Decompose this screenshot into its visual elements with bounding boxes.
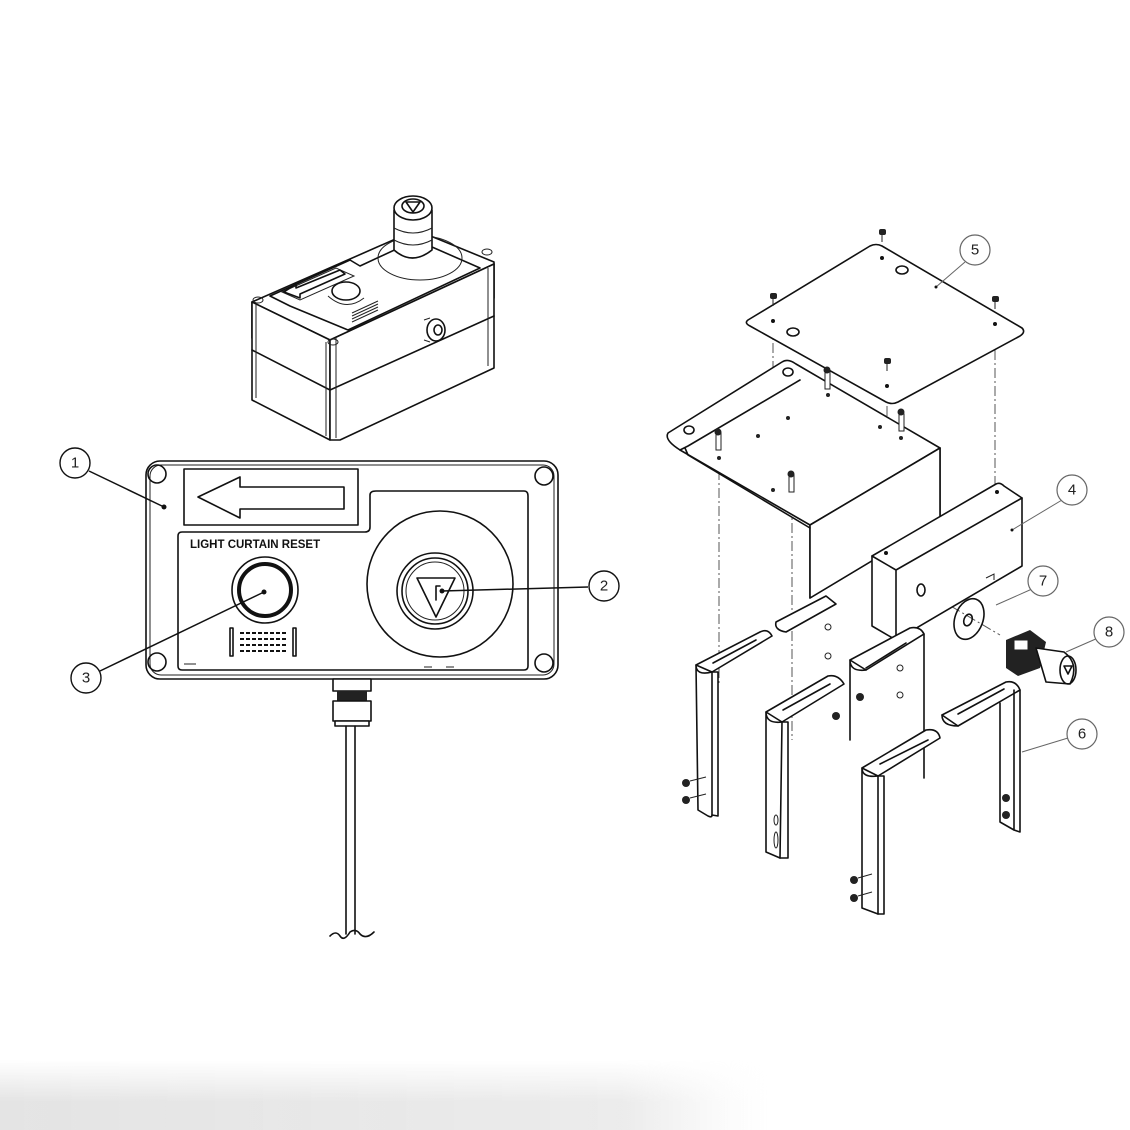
exploded-mounting-view [666, 229, 1077, 915]
leg-top-tab [774, 595, 837, 633]
bottom-shadow [0, 1060, 1130, 1130]
isometric-enclosure-view [251, 195, 495, 441]
svg-text:3: 3 [82, 670, 90, 687]
callout-3: 3 [70, 589, 267, 694]
top-cover-plate [745, 229, 1025, 405]
callout-1: 1 [59, 447, 167, 510]
junction-box [871, 482, 1023, 641]
svg-text:6: 6 [1078, 726, 1086, 743]
callout-4: 4 [1010, 474, 1088, 532]
callout-7: 7 [995, 565, 1059, 606]
washer [953, 597, 985, 641]
svg-text:7: 7 [1039, 573, 1047, 590]
u-leg-3 [832, 626, 925, 779]
callout-2: 2 [439, 570, 620, 602]
u-leg-5 [941, 680, 1021, 833]
reset-button-drawing [229, 556, 299, 657]
panel-label: LIGHT CURTAIN RESET [190, 539, 320, 551]
push-button-actuator [1006, 630, 1077, 685]
estop-button-drawing [366, 510, 514, 658]
svg-text:1: 1 [71, 455, 79, 472]
svg-text:2: 2 [600, 578, 608, 595]
u-leg-1 [682, 629, 773, 818]
callout-8: 8 [1065, 616, 1125, 653]
u-leg-2 [765, 674, 845, 859]
u-leg-4 [850, 728, 941, 915]
cable-gland [329, 678, 375, 940]
callout-5: 5 [934, 234, 991, 289]
arrow-left-icon [197, 476, 345, 519]
svg-text:8: 8 [1105, 624, 1113, 641]
main-bracket [666, 359, 941, 599]
front-panel-view: LIGHT CURTAIN RESET [145, 460, 559, 940]
callout-6: 6 [1021, 718, 1098, 753]
svg-text:5: 5 [971, 242, 979, 259]
svg-text:4: 4 [1068, 482, 1076, 499]
